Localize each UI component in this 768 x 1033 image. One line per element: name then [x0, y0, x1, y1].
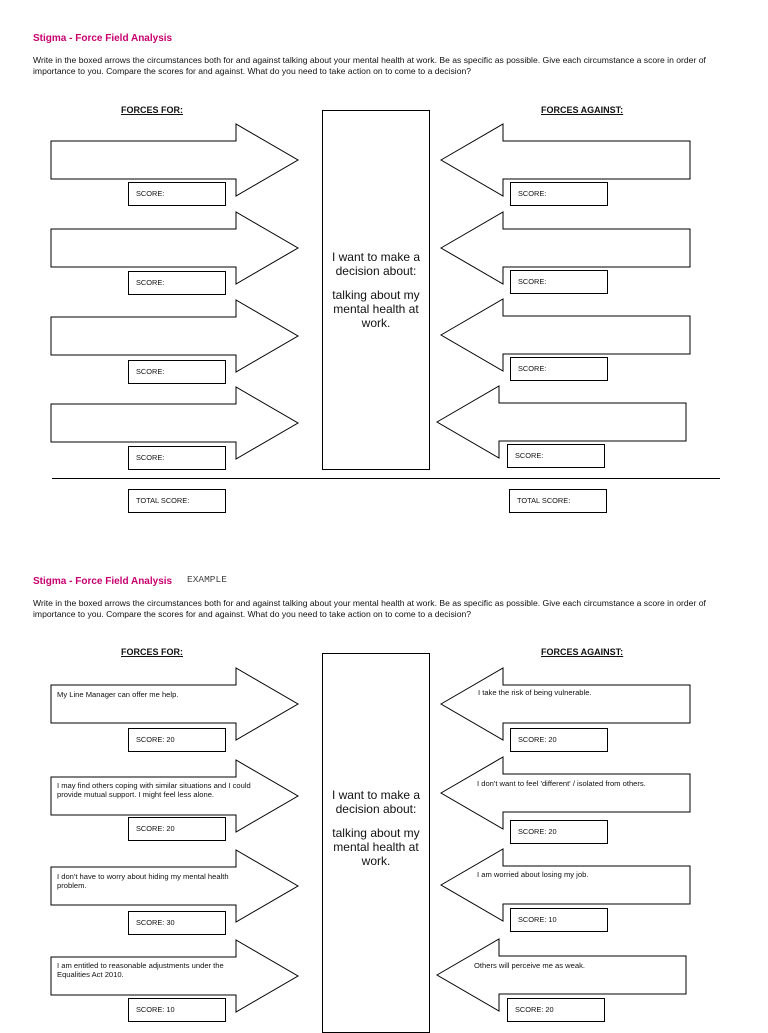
- forces-against-heading: FORCES AGAINST:: [541, 105, 624, 115]
- force-against-text: I take the risk of being vulnerable.: [478, 688, 592, 697]
- force-against-text: Others will perceive me as weak.: [474, 961, 585, 970]
- score-box[interactable]: SCORE:: [128, 360, 226, 384]
- score-box[interactable]: SCORE:: [128, 271, 226, 295]
- force-for-text: I don't have to worry about hiding my me…: [57, 872, 229, 890]
- score-box[interactable]: SCORE:: [507, 444, 605, 468]
- score-box[interactable]: SCORE:: [510, 270, 608, 294]
- score-box[interactable]: SCORE: 10: [510, 908, 608, 932]
- force-for-text: I am entitled to reasonable adjustments …: [57, 961, 224, 979]
- force-for-text: My Line Manager can offer me help.: [57, 690, 179, 699]
- decision-prompt: I want to make a decision about:: [331, 250, 421, 278]
- score-box[interactable]: SCORE:: [128, 182, 226, 206]
- score-box[interactable]: SCORE: 20: [510, 728, 608, 752]
- force-for-arrow[interactable]: [50, 667, 300, 741]
- force-for-arrow[interactable]: [50, 123, 300, 197]
- decision-box: I want to make a decision about: talking…: [322, 110, 430, 470]
- worksheet-title: Stigma - Force Field Analysis: [33, 33, 173, 44]
- example-decision-box: I want to make a decision about: talking…: [322, 653, 430, 1033]
- decision-topic: talking about my mental health at work.: [332, 826, 420, 868]
- force-for-arrow[interactable]: [50, 939, 300, 1013]
- example-forces-against-heading: FORCES AGAINST:: [541, 647, 624, 657]
- force-against-text: I don't want to feel 'different' / isola…: [477, 779, 646, 788]
- score-box[interactable]: SCORE:: [510, 357, 608, 381]
- force-against-arrow[interactable]: [440, 123, 692, 197]
- score-box[interactable]: SCORE:: [128, 446, 226, 470]
- force-against-arrow[interactable]: [436, 938, 688, 1012]
- force-for-arrow[interactable]: [50, 759, 300, 833]
- divider-line: [52, 478, 720, 479]
- example-instructions: Write in the boxed arrows the circumstan…: [33, 598, 706, 619]
- example-title-text: Stigma - Force Field Analysis: [33, 576, 173, 587]
- score-box[interactable]: SCORE: 20: [128, 817, 226, 841]
- force-for-arrow[interactable]: [50, 211, 300, 285]
- example-tag: EXAMPLE: [187, 574, 227, 585]
- forces-for-heading: FORCES FOR:: [121, 105, 183, 115]
- force-against-arrow[interactable]: [440, 211, 692, 285]
- force-for-arrow[interactable]: [50, 299, 300, 373]
- force-against-arrow[interactable]: [440, 756, 692, 830]
- score-box[interactable]: SCORE: 20: [510, 820, 608, 844]
- score-box[interactable]: SCORE: 30: [128, 911, 226, 935]
- score-box[interactable]: SCORE:: [510, 182, 608, 206]
- score-box[interactable]: SCORE: 20: [507, 998, 605, 1022]
- force-against-arrow[interactable]: [440, 667, 692, 741]
- total-score-box[interactable]: TOTAL SCORE:: [509, 489, 607, 513]
- decision-prompt: I want to make a decision about:: [331, 788, 421, 816]
- score-box[interactable]: SCORE: 20: [128, 728, 226, 752]
- worksheet-instructions: Write in the boxed arrows the circumstan…: [33, 55, 706, 76]
- force-against-text: I am worried about losing my job.: [477, 870, 589, 879]
- example-title: Stigma - Force Field Analysis: [33, 576, 172, 587]
- example-forces-for-heading: FORCES FOR:: [121, 647, 183, 657]
- decision-topic: talking about my mental health at work.: [332, 288, 420, 330]
- force-for-arrow[interactable]: [50, 849, 300, 923]
- force-against-arrow[interactable]: [436, 385, 688, 459]
- force-against-arrow[interactable]: [440, 848, 692, 922]
- force-against-arrow[interactable]: [440, 298, 692, 372]
- total-score-box[interactable]: TOTAL SCORE:: [128, 489, 226, 513]
- force-for-text: I may find others coping with similar si…: [57, 781, 251, 799]
- force-for-arrow[interactable]: [50, 386, 300, 460]
- score-box[interactable]: SCORE: 10: [128, 998, 226, 1022]
